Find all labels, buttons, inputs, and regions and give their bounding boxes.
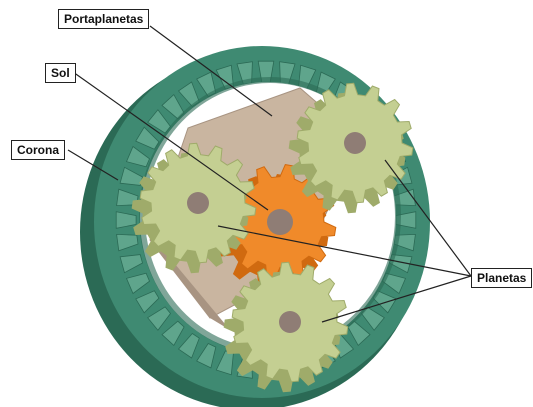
label-planetas: Planetas [471, 268, 532, 288]
label-sol: Sol [45, 63, 76, 83]
label-corona: Corona [11, 140, 65, 160]
planet-gear-left-hub [187, 192, 209, 214]
planet-gear-top-hub [344, 132, 366, 154]
planet-gear-bottom-hub [279, 311, 301, 333]
label-portaplanetas: Portaplanetas [58, 9, 149, 29]
sun-gear-hub [267, 209, 293, 235]
